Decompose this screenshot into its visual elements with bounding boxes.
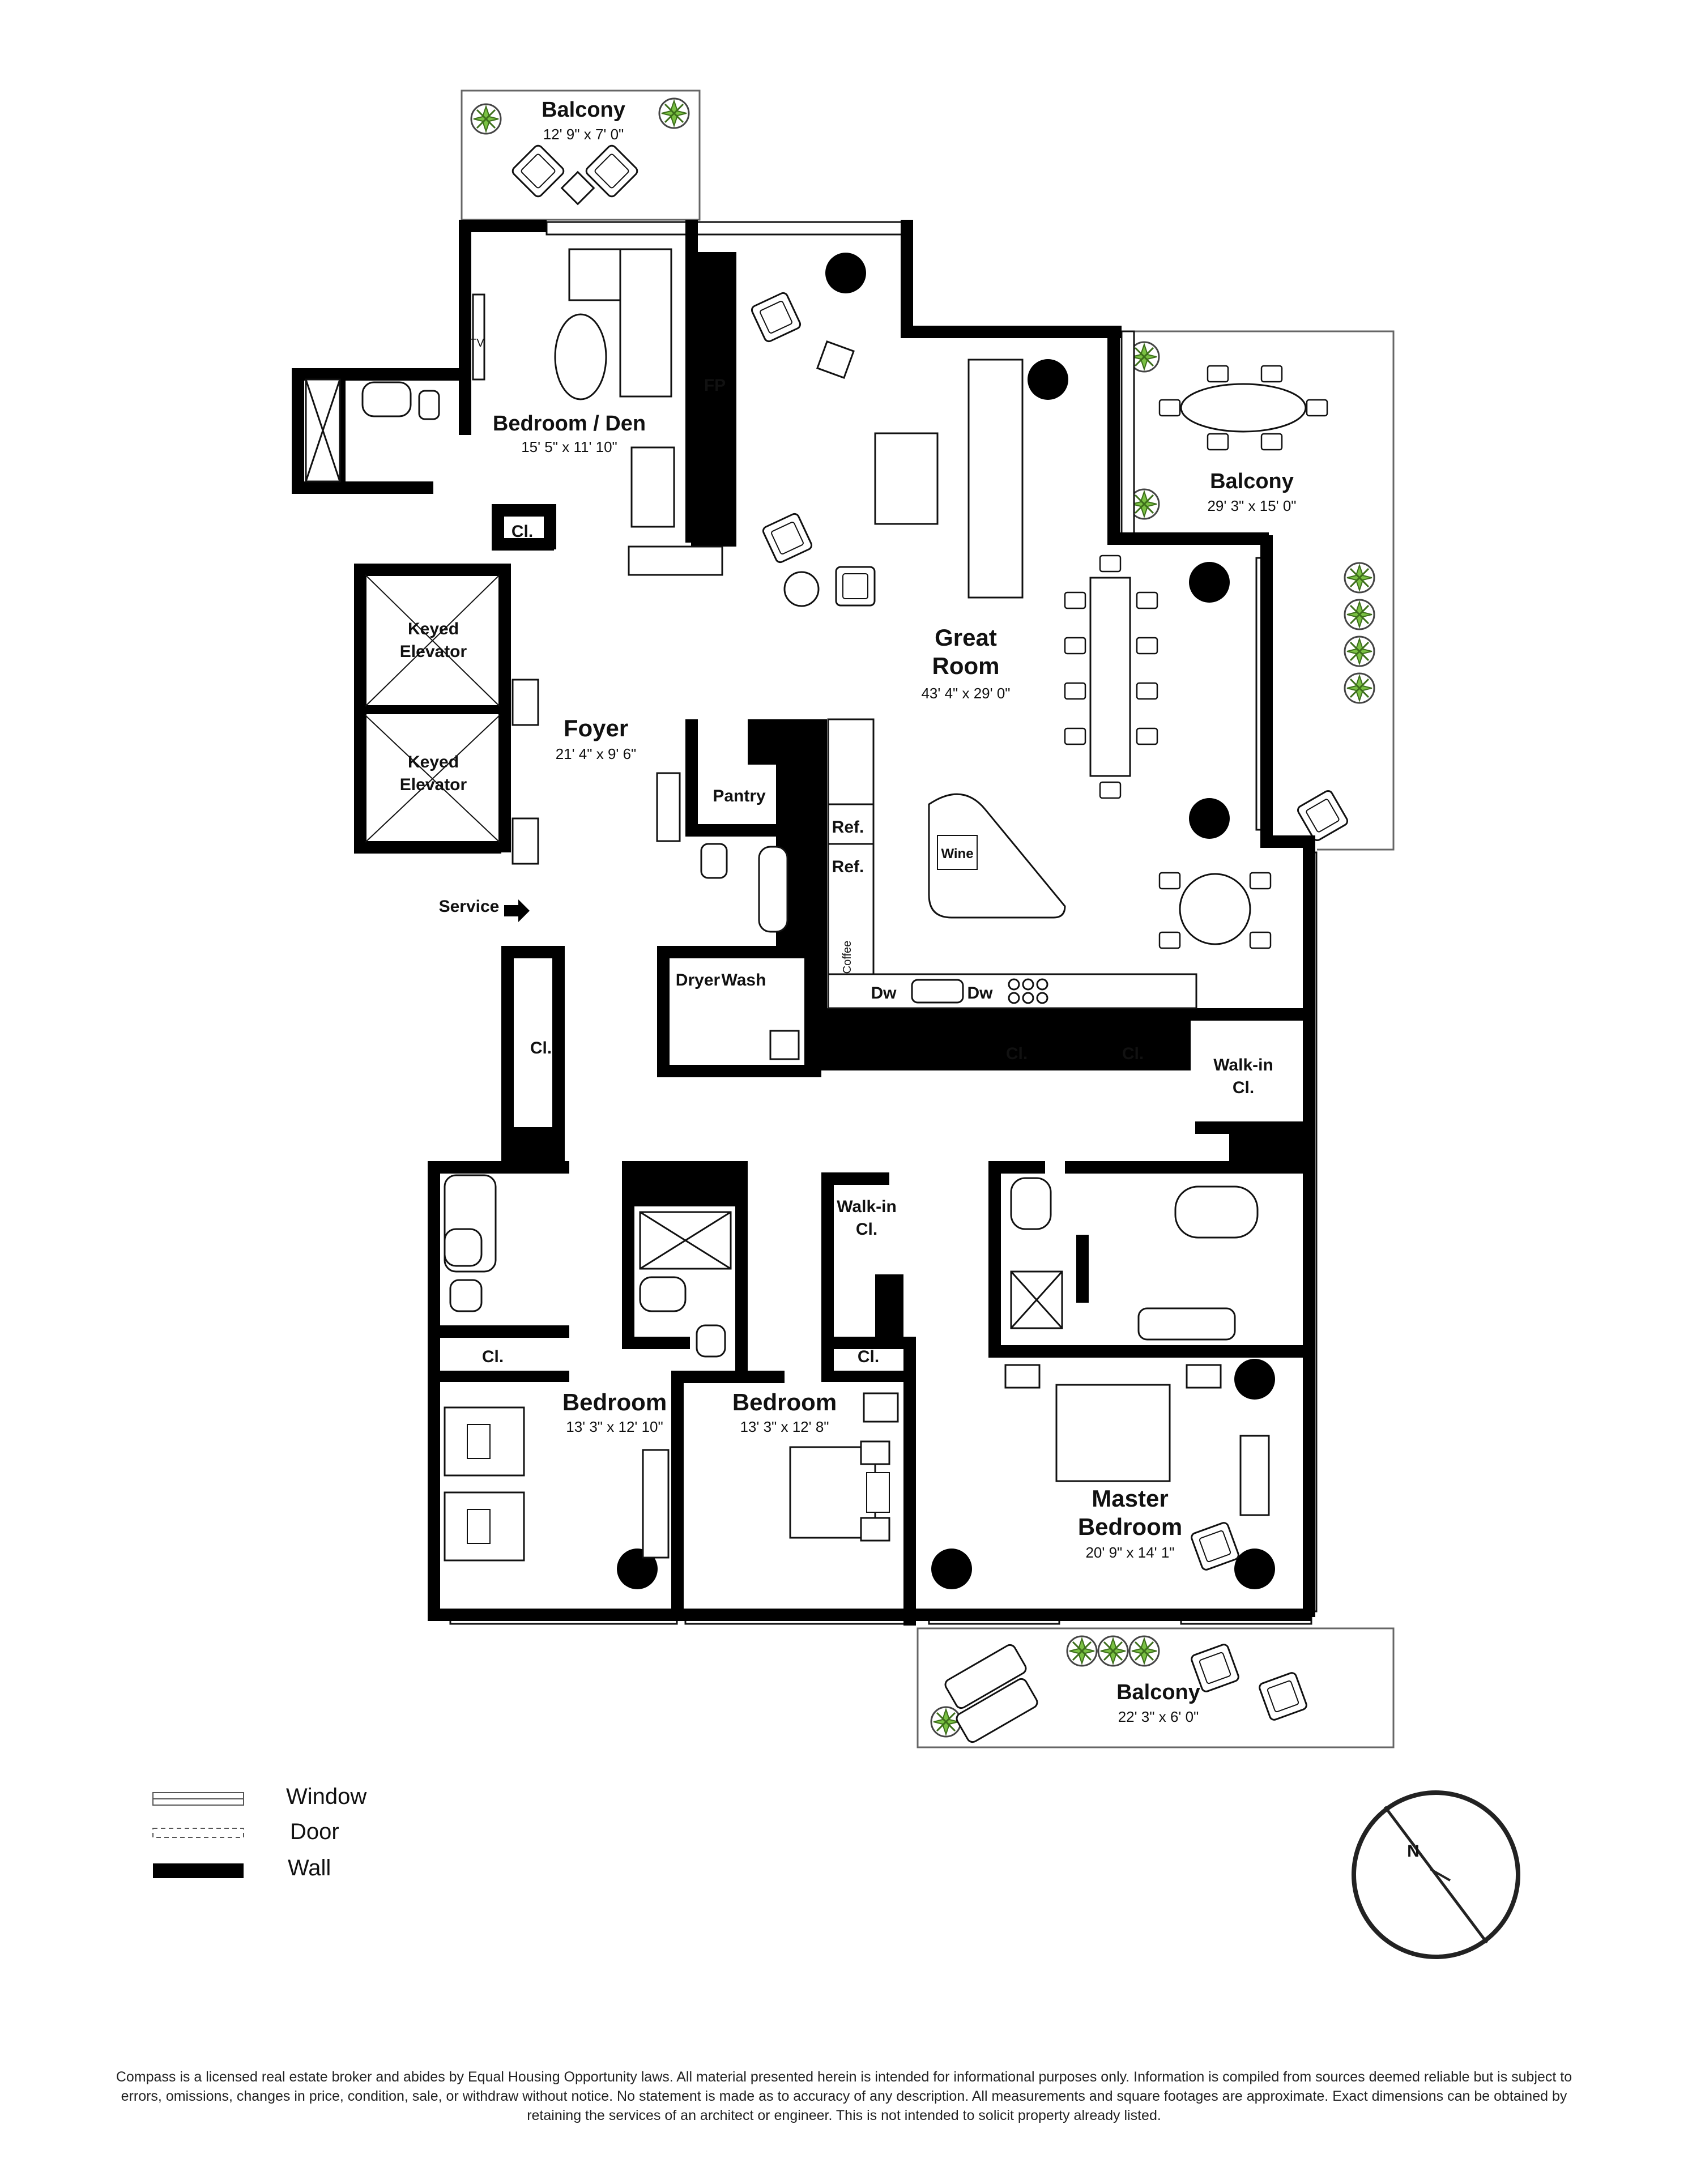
plant-icon [658,97,690,129]
master-dims: 20' 9" x 14' 1" [1085,1544,1174,1561]
bedroom-1-dims: 13' 3" x 12' 10" [566,1418,663,1435]
master-name-1: Master [1092,1485,1168,1512]
lounge-chair-icon [510,143,566,199]
walls [292,220,1315,1626]
tv-icon [472,293,485,381]
balcony-top-dims: 12' 9" x 7' 0" [543,126,624,143]
legend [152,1792,244,1878]
coffee-table-icon [554,313,607,400]
toilet-icon [418,390,440,420]
sink-icon [758,846,788,933]
desk-icon [630,446,675,528]
balcony-top-name: Balcony [542,98,625,122]
dryer-label: Dryer [676,971,721,989]
ref-label-2: Ref. [832,858,864,876]
service-label: Service [439,897,500,916]
legend-door-label: Door [290,1819,339,1844]
great-room-name-1: Great [935,624,997,651]
closet-label: Cl. [1122,1044,1144,1063]
walk-in-label-1: Walk-in [837,1197,897,1216]
master-name-2: Bedroom [1078,1513,1182,1540]
toilet-icon [696,1324,726,1358]
closet-label: Cl. [482,1347,504,1366]
planter-row [1344,562,1375,704]
bedroom-2-dims: 13' 3" x 12' 8" [740,1418,829,1435]
sink-icon [639,1276,687,1312]
toilet-icon [700,843,728,879]
cooktop-icon [1008,978,1048,1004]
closet-label: Cl. [1006,1044,1028,1063]
tv-label: TV [470,337,484,349]
tub-icon [1174,1185,1259,1239]
dining-table-icon [1089,577,1131,777]
sink-icon [911,979,964,1004]
balcony-top: Balcony 12' 9" x 7' 0" [461,89,701,221]
closet-label: Cl. [511,522,533,541]
den-name: Bedroom / Den [493,412,646,436]
balcony-south: Balcony 22' 3" x 6' 0" [917,1627,1395,1748]
sofa-icon [967,359,1024,599]
arrow-right-icon [504,899,530,922]
great-room-name-2: Room [932,652,1000,679]
coffee-label: Coffee [841,941,854,974]
closet-label: Cl. [858,1347,879,1366]
legend-window-label: Window [286,1784,367,1809]
dw-label-1: Dw [871,984,897,1003]
legend-door-swatch [152,1828,244,1838]
sink-icon [361,381,412,417]
round-table-icon [1179,873,1251,945]
toilet-icon [449,1279,483,1312]
fireplace-label: FP [704,376,726,395]
walk-in-label-1: Walk-in [1213,1056,1273,1074]
walk-in-label-2: Cl. [856,1220,877,1239]
balcony-east-dims: 29' 3" x 15' 0" [1207,497,1296,514]
side-table-icon [560,170,595,206]
north-compass-icon [1352,1790,1520,1959]
balcony-south-name: Balcony [1116,1680,1200,1704]
furniture [305,248,1520,1959]
ref-label-1: Ref. [832,818,864,837]
toilet-icon [1010,1177,1052,1230]
legend-window-swatch [152,1792,244,1806]
pantry-label: Pantry [713,787,766,805]
room-labels: Bedroom / Den 15' 5" x 11' 10" TV FP Cl.… [400,337,1420,1861]
disclaimer-text: Compass is a licensed real estate broker… [116,2069,1572,2123]
elevator-1-label-1: Keyed [408,620,459,638]
den-dims: 15' 5" x 11' 10" [521,438,617,455]
wash-label: Wash [722,971,766,989]
great-room-dims: 43' 4" x 29' 0" [921,685,1010,702]
legend-wall-swatch [153,1863,244,1878]
foyer-dims: 21' 4" x 9' 6" [556,745,637,762]
dw-label-2: Dw [967,984,994,1003]
walk-in-label-2: Cl. [1233,1078,1254,1097]
elevator-1-label-2: Elevator [400,642,467,661]
wine-label: Wine [941,846,973,861]
closet-label: Cl. [530,1039,552,1057]
balcony-east-name: Balcony [1210,470,1294,493]
legend-wall-label: Wall [288,1855,331,1880]
foyer-name: Foyer [564,715,628,741]
kitchen-island-icon [928,793,1066,919]
balcony-east: Balcony 29' 3" x 15' 0" [1110,330,1395,851]
elevator-2-label-1: Keyed [408,753,459,771]
sofa-icon [619,248,672,398]
dining-table-icon [1180,383,1307,433]
balcony-south-dims: 22' 3" x 6' 0" [1118,1708,1199,1725]
bedroom-2-name: Bedroom [732,1389,837,1415]
bedroom-1-name: Bedroom [562,1389,667,1415]
compass-n: N [1407,1842,1420,1861]
plant-icon [470,103,502,135]
coffee-table-icon [874,432,939,525]
elevator-2-label-2: Elevator [400,775,467,794]
